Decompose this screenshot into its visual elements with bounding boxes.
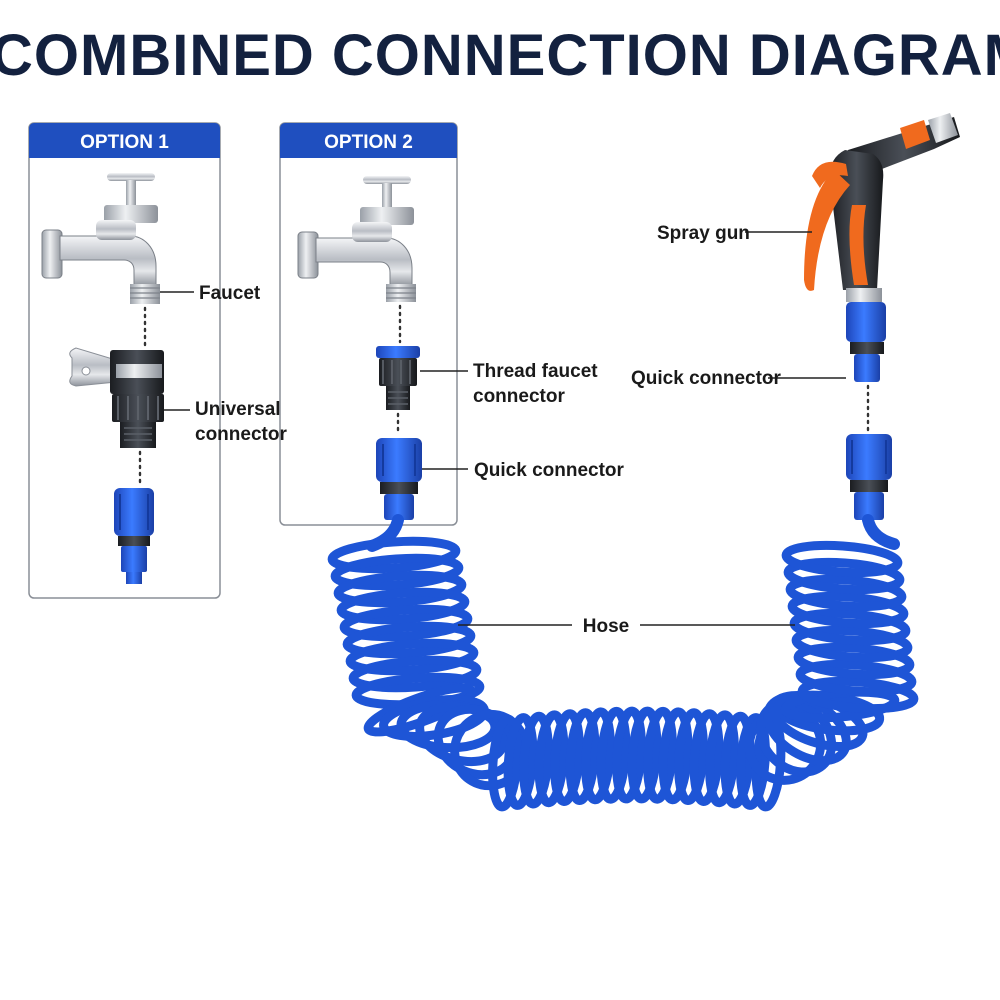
hose-coil xyxy=(596,706,631,804)
hose-coil xyxy=(581,707,615,805)
spray-gun-label: Spray gun xyxy=(657,223,750,244)
hose-label: Hose xyxy=(583,616,629,637)
page-title: COMBINED CONNECTION DIAGRAM xyxy=(0,23,1000,88)
hose-coil xyxy=(503,713,538,810)
spray-gun-icon xyxy=(804,113,960,382)
hose-coil xyxy=(643,706,677,804)
leader-lines xyxy=(160,231,846,626)
quick-connector-icon xyxy=(114,488,154,584)
quick-connector-right-label: Quick connector xyxy=(631,368,782,389)
universal-connector-label-1: Universal xyxy=(195,399,281,420)
hose-coil xyxy=(791,625,913,663)
hose-coil xyxy=(327,536,461,574)
hose-coil xyxy=(488,714,522,812)
option-1-header xyxy=(29,123,220,158)
hose-coil xyxy=(795,659,917,697)
hose-coil xyxy=(689,709,724,807)
hose-coil xyxy=(787,591,909,629)
connection-guides xyxy=(138,304,870,486)
quick-connector-left-label: Quick connector xyxy=(474,460,625,481)
hose-coil xyxy=(627,706,662,804)
hose-coil xyxy=(336,587,470,625)
hose-coil xyxy=(612,706,646,804)
hose-coil xyxy=(785,574,907,612)
hose-coil xyxy=(781,540,903,578)
option-2-heading: OPTION 2 xyxy=(324,132,413,153)
option-1-heading: OPTION 1 xyxy=(80,132,169,153)
thread-faucet-connector-icon xyxy=(376,346,420,410)
universal-connector-icon xyxy=(69,347,164,448)
universal-connector-label-2: connector xyxy=(195,424,287,445)
hose-coil xyxy=(345,638,479,676)
thread-connector-label-2: connector xyxy=(473,386,565,407)
hose-coil xyxy=(339,604,473,642)
hose-coil xyxy=(330,553,464,591)
hose-coil xyxy=(793,642,915,680)
faucet-label: Faucet xyxy=(199,283,261,304)
hose-coil xyxy=(797,676,919,714)
thread-connector-label-1: Thread faucet xyxy=(473,361,598,382)
hose-coil xyxy=(342,621,476,659)
faucet-icon xyxy=(297,176,416,302)
hose-coil xyxy=(534,710,569,808)
option-2-header xyxy=(280,123,457,158)
hose-coil xyxy=(565,708,600,806)
quick-connector-icon xyxy=(846,434,892,520)
hose-coil xyxy=(333,570,467,608)
hose-coil xyxy=(789,608,911,646)
quick-connector-icon xyxy=(376,438,422,520)
hose-coil xyxy=(658,707,693,805)
coiled-hose-icon xyxy=(327,514,919,812)
hose-coil xyxy=(348,655,482,693)
hose-coil xyxy=(519,711,553,809)
faucet-icon xyxy=(41,173,160,304)
hose-coil xyxy=(705,710,739,808)
hose-coil xyxy=(674,708,708,806)
hose-coil xyxy=(736,713,770,810)
hose-coil xyxy=(783,557,905,595)
hose-coil xyxy=(550,709,584,807)
